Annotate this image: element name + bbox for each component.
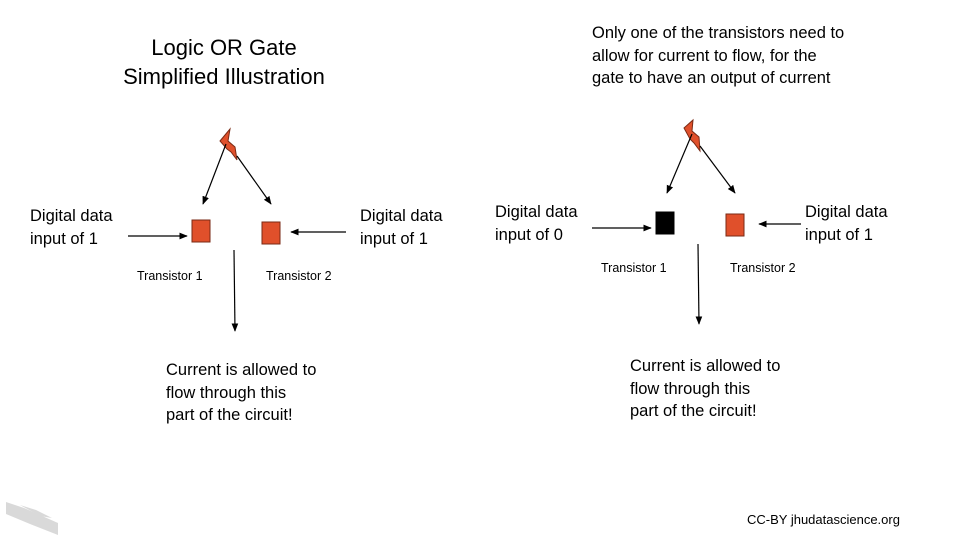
right-signal-arrow-2 xyxy=(699,145,736,194)
jhu-logo-icon xyxy=(6,502,58,535)
left-input-a-line-2: input of 1 xyxy=(30,229,98,248)
left-output-arrow xyxy=(231,249,239,332)
title-line-1: Logic OR Gate xyxy=(151,35,297,60)
right-input-b-label: Digital data input of 1 xyxy=(805,201,888,246)
right-transistor-2 xyxy=(725,213,745,237)
left-current-text: Current is allowed to flow through this … xyxy=(166,359,366,427)
left-input-b-line-2: input of 1 xyxy=(360,229,428,248)
credit-text: CC-BY jhudatascience.org xyxy=(747,512,900,527)
left-transistor-1 xyxy=(191,219,211,243)
left-transistor-2-label: Transistor 2 xyxy=(266,269,332,283)
title-line-2: Simplified Illustration xyxy=(123,64,325,89)
right-input-b-line-2: input of 1 xyxy=(805,225,873,244)
note-line-3: gate to have an output of current xyxy=(592,69,831,87)
note-line-2: allow for current to flow, for the xyxy=(592,46,817,65)
left-transistor-2 xyxy=(261,221,281,245)
note-line-1: Only one of the transistors need to xyxy=(592,24,845,42)
left-transistor-1-label: Transistor 1 xyxy=(137,269,203,283)
lightning-icon xyxy=(219,127,238,161)
left-panel-graphics xyxy=(128,127,346,332)
left-current-line-3: part of the circuit! xyxy=(166,406,293,424)
right-current-line-1: Current is allowed to xyxy=(630,357,781,375)
left-input-b-label: Digital data input of 1 xyxy=(360,205,443,250)
left-signal-arrow-2 xyxy=(236,155,272,205)
right-output-arrow xyxy=(695,243,703,325)
left-input-b-line-1: Digital data xyxy=(360,207,443,225)
right-current-text: Current is allowed to flow through this … xyxy=(630,355,830,423)
right-input-a-label: Digital data input of 0 xyxy=(495,201,578,246)
left-current-line-1: Current is allowed to xyxy=(166,361,317,379)
right-input-a-line-1: Digital data xyxy=(495,203,578,221)
right-current-line-3: part of the circuit! xyxy=(630,402,757,420)
right-current-line-2: flow through this xyxy=(630,379,751,398)
diagram-title: Logic OR Gate Simplified Illustration xyxy=(100,33,348,91)
left-signal-arrow-1 xyxy=(202,143,227,205)
right-panel-graphics xyxy=(592,118,801,325)
left-input-a-label: Digital data input of 1 xyxy=(30,205,113,250)
right-input-a-line-2: input of 0 xyxy=(495,225,563,244)
right-transistor-1-label: Transistor 1 xyxy=(601,261,667,275)
right-transistor-1 xyxy=(655,211,675,235)
right-signal-arrow-1 xyxy=(666,133,693,194)
left-input-a-line-1: Digital data xyxy=(30,207,113,225)
explanation-note: Only one of the transistors need to allo… xyxy=(592,22,892,90)
right-transistor-2-label: Transistor 2 xyxy=(730,261,796,275)
left-current-line-2: flow through this xyxy=(166,383,287,402)
right-input-b-line-1: Digital data xyxy=(805,203,888,221)
